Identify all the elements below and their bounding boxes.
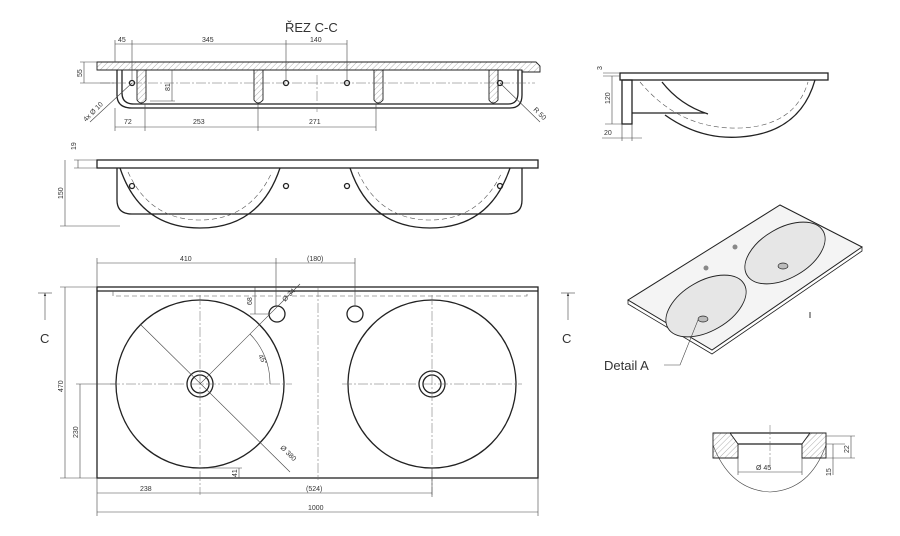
mount-holes xyxy=(128,79,504,87)
dim-140: 140 xyxy=(310,37,322,44)
ribs xyxy=(136,69,499,104)
dim-41: 41 xyxy=(232,469,239,477)
detail-a-label: Detail A xyxy=(604,358,649,373)
dim-15: 15 xyxy=(826,468,833,476)
dim-22: 22 xyxy=(844,445,851,453)
dim-470: 470 xyxy=(58,380,65,392)
front-view: 19 150 xyxy=(58,142,539,229)
drain-detail-a xyxy=(697,315,709,323)
section-marker-right: C xyxy=(561,292,575,346)
dim-253: 253 xyxy=(193,119,205,126)
dim-45: 45 xyxy=(118,37,126,44)
dim-3: 3 xyxy=(597,66,604,70)
dim-19: 19 xyxy=(71,142,78,150)
dim-1000: 1000 xyxy=(308,505,324,512)
dim-271: 271 xyxy=(309,119,321,126)
dim-holes: 4x Ø 10 xyxy=(82,101,104,123)
dim-81: 81 xyxy=(165,83,172,91)
dim-angle: 45° xyxy=(256,353,268,366)
dim-55: 55 xyxy=(77,69,84,77)
dim-180: (180) xyxy=(307,256,323,263)
isometric-view: Detail A xyxy=(604,204,863,373)
detail-a-view: Ø 45 22 15 xyxy=(712,425,855,493)
dim-238: 238 xyxy=(140,486,152,493)
dim-410: 410 xyxy=(180,256,192,263)
section-marker-left: C xyxy=(38,292,52,346)
dim-72: 72 xyxy=(124,119,132,126)
countertop-section xyxy=(96,61,541,73)
svg-text:C: C xyxy=(40,331,49,346)
dim-68: 68 xyxy=(247,297,254,305)
dim-524: (524) xyxy=(306,486,322,493)
side-view: 3 120 20 xyxy=(597,66,829,141)
section-title: ŘEZ C-C xyxy=(285,20,338,35)
dim-345: 345 xyxy=(202,37,214,44)
right-bowl xyxy=(342,295,522,495)
left-bowl xyxy=(110,295,292,495)
dim-bowl-dia: Ø 380 xyxy=(279,444,298,463)
dim-drain-dia: Ø 45 xyxy=(756,465,771,472)
dim-tap-dia: Ø 34 xyxy=(281,288,297,304)
dim-230: 230 xyxy=(73,426,80,438)
dim-radius: R 50 xyxy=(532,106,547,121)
tap-hole-left xyxy=(268,305,286,323)
dim-120: 120 xyxy=(605,92,612,104)
plan-view: 410 (180) 68 Ø 34 45° 470 230 Ø 380 41 2… xyxy=(38,256,575,516)
dim-20: 20 xyxy=(604,130,612,137)
section-view: ŘEZ C-C 45 345 140 55 xyxy=(77,20,547,131)
dim-150: 150 xyxy=(58,187,65,199)
tap-hole-right xyxy=(346,305,364,323)
svg-text:C: C xyxy=(562,331,571,346)
